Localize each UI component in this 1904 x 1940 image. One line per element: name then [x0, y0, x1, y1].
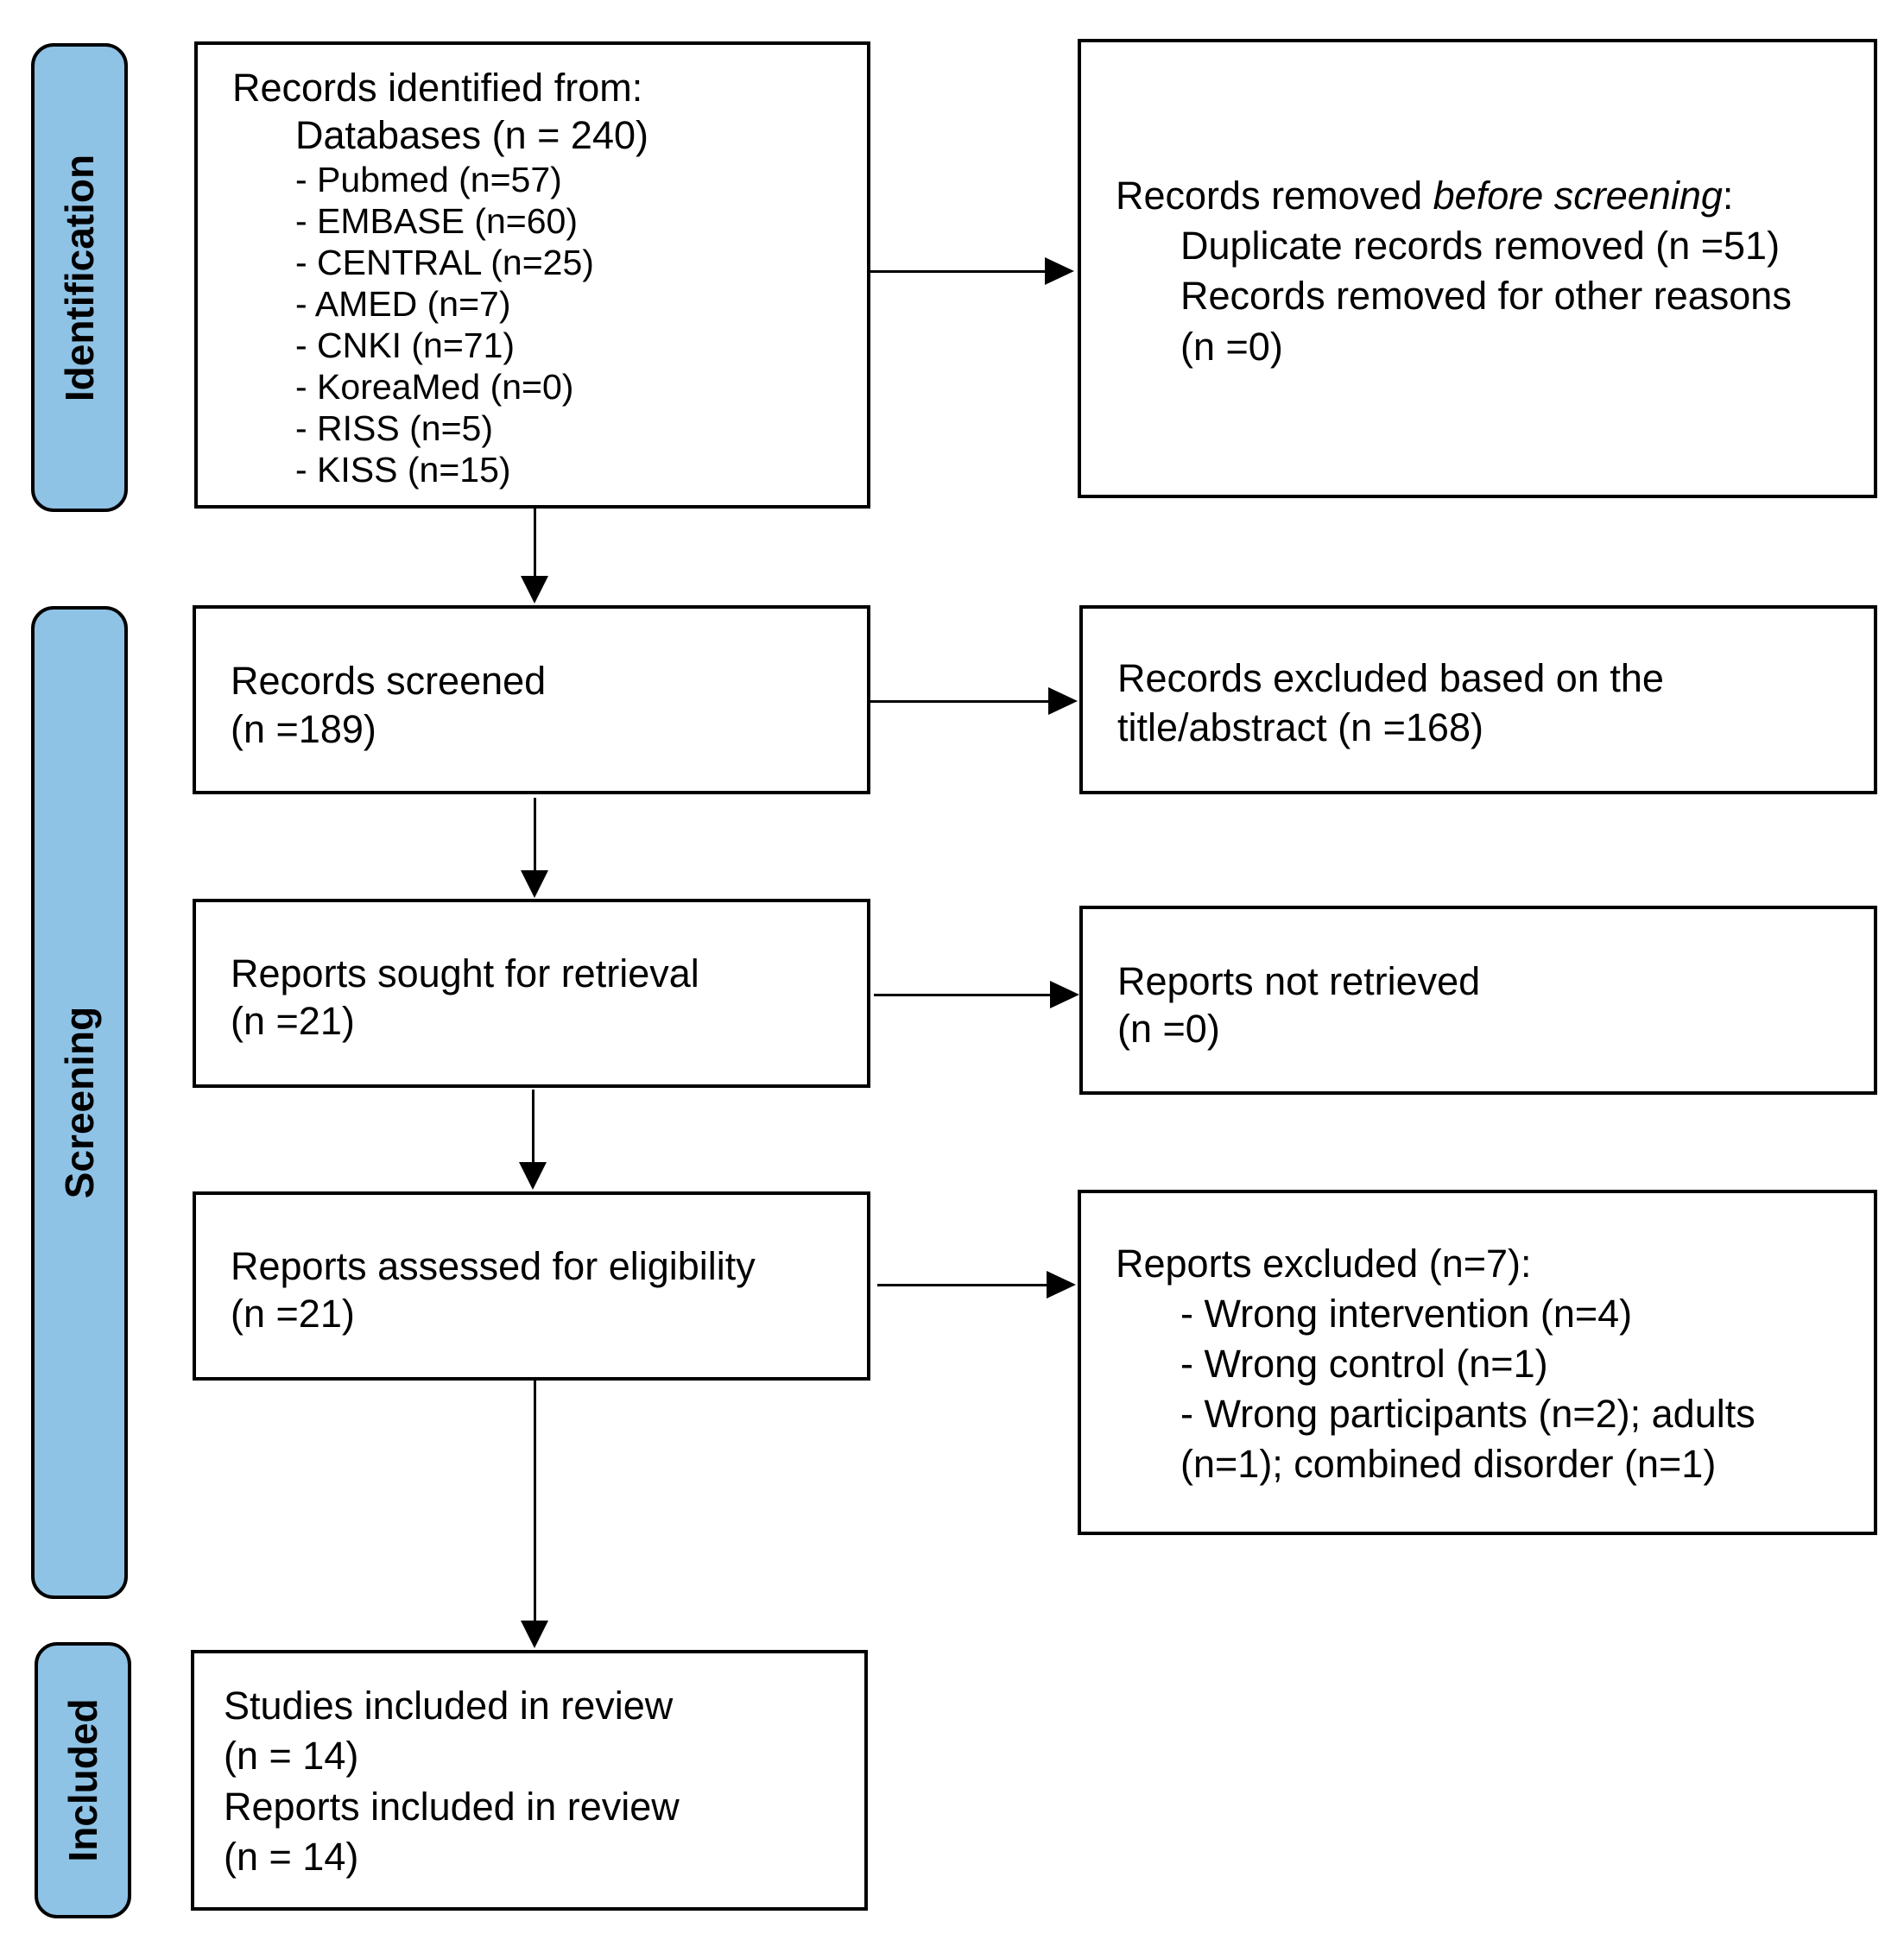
records-removed-heading-suffix: : — [1722, 174, 1734, 218]
arrow-sought-to-assessed — [519, 1090, 547, 1190]
reports-assessed-count: (n =21) — [231, 1292, 355, 1336]
phase-screening: Screening — [31, 606, 128, 1599]
reason-wrong-participants-detail: (n=1); combined disorder (n=1) — [1180, 1442, 1717, 1486]
records-identified-heading: Records identified from: — [232, 66, 643, 110]
included-box: Studies included in review (n = 14) Repo… — [191, 1650, 868, 1911]
databases-total: Databases (n = 240) — [295, 113, 648, 157]
records-identified-box: Records identified from: Databases (n = … — [194, 41, 870, 509]
source-central: - CENTRAL (n=25) — [295, 243, 594, 282]
reports-sought-count: (n =21) — [231, 999, 355, 1043]
reports-not-retrieved-box: Reports not retrieved (n =0) — [1079, 906, 1877, 1095]
phase-included: Included — [35, 1642, 131, 1918]
reports-sought-label: Reports sought for retrieval — [231, 951, 699, 995]
phase-included-label: Included — [60, 1698, 105, 1862]
source-kiss: - KISS (n=15) — [295, 450, 511, 490]
records-removed-heading-emphasis: before screening — [1433, 174, 1723, 218]
duplicate-records-removed: Duplicate records removed (n =51) — [1180, 224, 1781, 268]
records-removed-box: Records removed before screening: Duplic… — [1078, 39, 1877, 498]
records-excluded-line2: title/abstract (n =168) — [1117, 705, 1483, 749]
source-embase: - EMBASE (n=60) — [295, 201, 578, 241]
arrow-assessed-to-excluded — [877, 1271, 1076, 1299]
reports-assessed-box: Reports assessed for eligibility (n =21) — [193, 1191, 870, 1381]
studies-included-count: (n = 14) — [224, 1734, 359, 1778]
phase-identification-label: Identification — [57, 154, 102, 401]
arrow-identified-to-screened — [521, 509, 548, 603]
phase-screening-label: Screening — [57, 1006, 102, 1199]
reports-included-count: (n = 14) — [224, 1835, 359, 1879]
source-riss: - RISS (n=5) — [295, 408, 493, 448]
arrow-assessed-to-included — [521, 1381, 548, 1648]
source-amed: - AMED (n=7) — [295, 284, 511, 324]
reason-wrong-control: - Wrong control (n=1) — [1180, 1342, 1548, 1386]
records-screened-count: (n =189) — [231, 707, 376, 751]
reason-wrong-participants: - Wrong participants (n=2); adults — [1180, 1392, 1755, 1436]
reports-excluded-heading: Reports excluded (n=7): — [1116, 1242, 1532, 1286]
arrow-screened-to-excluded — [870, 687, 1078, 715]
records-excluded-box: Records excluded based on the title/abst… — [1079, 605, 1877, 794]
records-screened-label: Records screened — [231, 659, 547, 703]
source-koreamed: - KoreaMed (n=0) — [295, 367, 574, 407]
reports-not-retrieved-count: (n =0) — [1117, 1007, 1220, 1051]
source-cnki: - CNKI (n=71) — [295, 325, 516, 365]
phase-identification: Identification — [31, 43, 128, 512]
reports-included-label: Reports included in review — [224, 1785, 680, 1829]
arrow-screened-to-sought — [521, 798, 548, 898]
records-excluded-line1: Records excluded based on the — [1117, 656, 1664, 700]
source-pubmed: - Pubmed (n=57) — [295, 160, 562, 199]
studies-included-label: Studies included in review — [224, 1684, 674, 1728]
reports-excluded-box: Reports excluded (n=7): - Wrong interven… — [1078, 1190, 1877, 1535]
arrow-identified-to-removed — [870, 257, 1074, 285]
reports-not-retrieved-label: Reports not retrieved — [1117, 959, 1481, 1003]
records-removed-heading-prefix: Records removed — [1116, 174, 1433, 218]
reason-wrong-intervention: - Wrong intervention (n=4) — [1180, 1292, 1633, 1336]
reports-assessed-label: Reports assessed for eligibility — [231, 1244, 756, 1288]
records-removed-other-count: (n =0) — [1180, 325, 1283, 369]
records-screened-box: Records screened (n =189) — [193, 605, 870, 794]
arrow-sought-to-not-retrieved — [874, 981, 1079, 1008]
reports-sought-box: Reports sought for retrieval (n =21) — [193, 899, 870, 1088]
records-removed-other: Records removed for other reasons — [1180, 274, 1792, 318]
records-removed-heading: Records removed before screening: — [1116, 176, 1733, 215]
